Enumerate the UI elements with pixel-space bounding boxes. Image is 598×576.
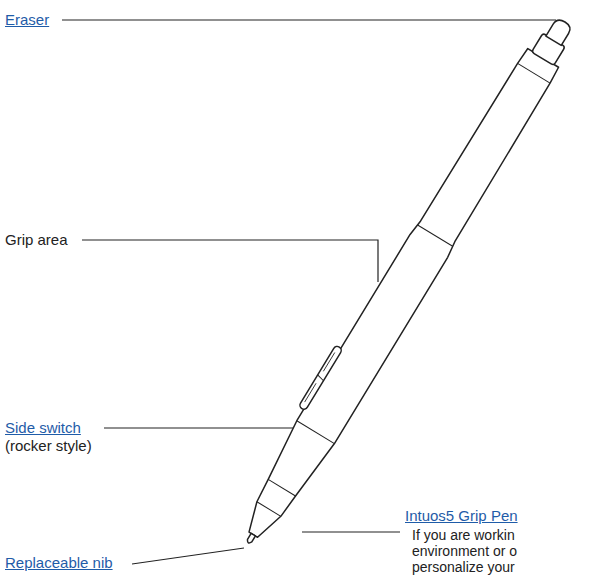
body-text: If you are workin environment or o perso… bbox=[412, 527, 537, 575]
part-link: Side switch bbox=[5, 419, 81, 437]
part-link: Replaceable nib bbox=[5, 554, 113, 572]
part-link: Eraser bbox=[5, 11, 49, 29]
heading-link: Intuos5 Grip Pen bbox=[405, 507, 518, 525]
grip-pen bbox=[224, 7, 583, 554]
leader-lines bbox=[62, 20, 556, 564]
part-note: (rocker style) bbox=[5, 437, 92, 455]
part-label: Grip area bbox=[5, 231, 68, 249]
